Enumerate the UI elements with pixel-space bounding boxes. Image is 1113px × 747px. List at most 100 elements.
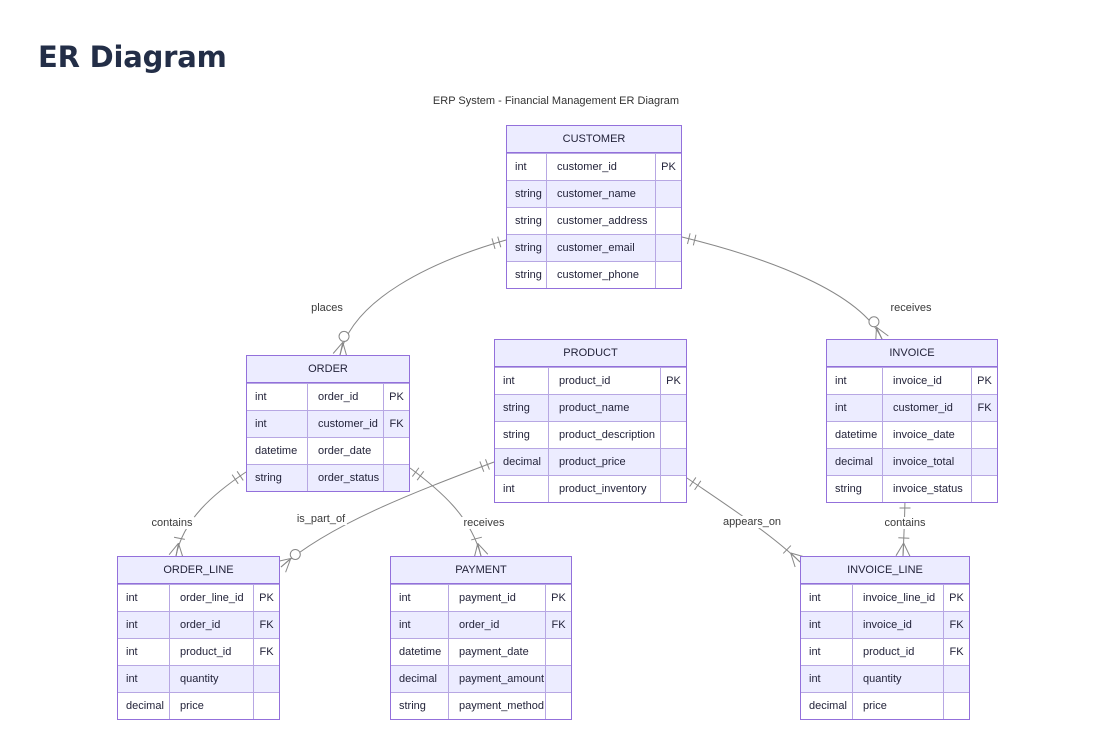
entity-title: INVOICE bbox=[827, 340, 997, 367]
attribute-type: int bbox=[801, 612, 853, 638]
relationship-label-product-appears-on-invoice-line: appears_on bbox=[720, 516, 784, 528]
attribute-name: invoice_date bbox=[883, 422, 972, 448]
crowfoot-prong bbox=[168, 542, 179, 555]
attribute-type: decimal bbox=[827, 449, 883, 475]
crowfoot-prong bbox=[477, 543, 489, 555]
attribute-key bbox=[972, 422, 997, 448]
attribute-type: string bbox=[247, 465, 308, 491]
attribute-key: PK bbox=[949, 592, 964, 604]
attribute-name: payment_amount bbox=[449, 666, 546, 692]
attribute-type: string bbox=[495, 422, 549, 448]
crowfoot-prong bbox=[175, 543, 179, 557]
crowfoot-prong bbox=[473, 543, 479, 558]
attribute-name: order_id bbox=[449, 612, 546, 638]
attribute-type: int bbox=[247, 411, 308, 437]
attribute-type: decimal bbox=[801, 693, 853, 719]
crowfoot-prong bbox=[339, 342, 344, 356]
one-tick bbox=[479, 461, 485, 472]
relationship-customer-receives-invoice bbox=[681, 236, 883, 340]
attribute-name: quantity bbox=[170, 666, 254, 692]
attribute-key: FK bbox=[551, 619, 566, 631]
attribute-type: decimal bbox=[391, 666, 449, 692]
attribute-name: product_id bbox=[853, 639, 944, 665]
attribute-type: int bbox=[801, 639, 853, 665]
attribute-type: string bbox=[391, 693, 449, 719]
one-tick bbox=[173, 536, 185, 540]
attribute-key bbox=[661, 422, 686, 448]
attribute-type: datetime bbox=[827, 422, 883, 448]
attribute-type: int bbox=[391, 612, 449, 638]
relationship-label-product-is-part-of-order-line: is_part_of bbox=[294, 513, 348, 525]
attribute-key bbox=[254, 693, 279, 719]
one-tick bbox=[416, 471, 425, 481]
relationship-customer-places-order bbox=[339, 239, 507, 356]
entity-title: PAYMENT bbox=[391, 557, 571, 584]
one-tick bbox=[485, 459, 490, 470]
attribute-type: string bbox=[507, 208, 547, 234]
attribute-type: datetime bbox=[391, 639, 449, 665]
attribute-key: FK bbox=[259, 619, 274, 631]
attribute-type: int bbox=[118, 639, 170, 665]
attribute-key bbox=[656, 262, 681, 288]
attribute-type: string bbox=[827, 476, 883, 502]
attribute-name: customer_name bbox=[547, 181, 656, 207]
zero-circle bbox=[868, 316, 880, 328]
attribute-key bbox=[384, 465, 409, 491]
attribute-type: int bbox=[118, 666, 170, 692]
attribute-key bbox=[972, 476, 997, 502]
relationship-label-order-contains-order-line: contains bbox=[149, 517, 195, 529]
attribute-key bbox=[656, 208, 681, 234]
attribute-name: price bbox=[170, 693, 254, 719]
attribute-name: order_date bbox=[308, 438, 384, 464]
entity-title: ORDER_LINE bbox=[118, 557, 279, 584]
attribute-name: invoice_status bbox=[883, 476, 972, 502]
attribute-name: price bbox=[853, 693, 944, 719]
attribute-key bbox=[656, 235, 681, 261]
relationship-order-contains-order-line bbox=[175, 471, 247, 557]
attribute-name: payment_method bbox=[449, 693, 546, 719]
one-tick bbox=[687, 233, 691, 245]
relationship-label-customer-receives-invoice: receives bbox=[888, 302, 934, 314]
attribute-key: PK bbox=[389, 391, 404, 403]
attribute-key bbox=[661, 449, 686, 475]
attribute-name: product_inventory bbox=[549, 476, 661, 502]
relationship-label-customer-places-order: places bbox=[309, 302, 345, 314]
attribute-key: PK bbox=[661, 161, 676, 173]
attribute-type: string bbox=[507, 262, 547, 288]
attribute-key: FK bbox=[977, 402, 992, 414]
crowfoot-prong bbox=[902, 542, 905, 557]
attribute-key bbox=[661, 395, 686, 421]
attribute-key: PK bbox=[666, 375, 681, 387]
relationship-label-invoice-contains-invoice-line: contains bbox=[882, 517, 928, 529]
one-tick bbox=[231, 474, 239, 485]
attribute-key bbox=[546, 693, 571, 719]
attribute-name: order_id bbox=[170, 612, 254, 638]
one-tick bbox=[692, 234, 697, 246]
crowfoot-prong bbox=[876, 326, 889, 337]
